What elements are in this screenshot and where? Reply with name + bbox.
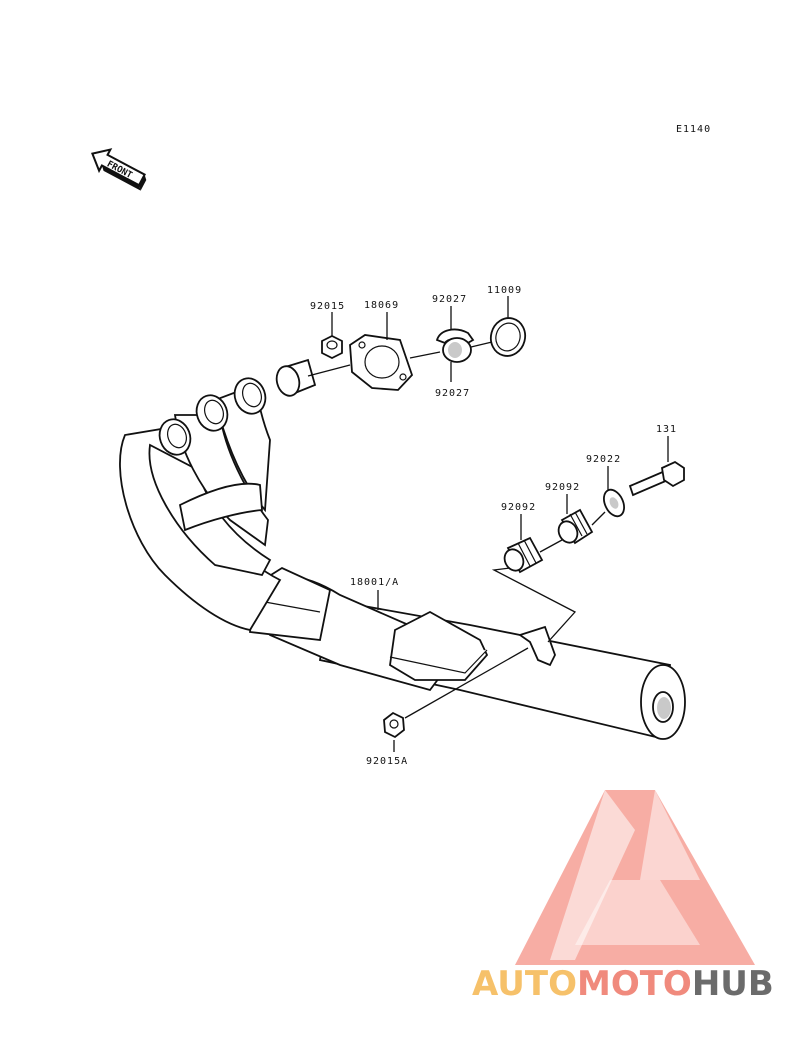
watermark-text: AUTOMOTOHUB: [472, 964, 774, 1004]
label-92015A: 92015A: [366, 756, 408, 767]
flange-18069: [349, 334, 414, 391]
grommet-92092-upper: [557, 508, 594, 545]
gasket-11009: [489, 317, 527, 357]
washer-92022: [603, 488, 625, 518]
label-11009: 11009: [487, 285, 522, 296]
diagram-code: E1140: [676, 124, 711, 135]
watermark-logo: [515, 790, 755, 965]
front-arrow-icon: FRONT: [91, 148, 147, 191]
label-92092-lower: 92092: [501, 502, 536, 513]
label-92027-top: 92027: [432, 294, 467, 305]
leader-lines: [307, 296, 669, 752]
bolt-131: [628, 460, 685, 497]
crossover-pipe: [178, 482, 263, 532]
label-131: 131: [656, 424, 677, 435]
label-92027-bottom: 92027: [435, 388, 470, 399]
label-92022: 92022: [586, 454, 621, 465]
label-92092-upper: 92092: [545, 482, 580, 493]
muffler-bracket: [517, 625, 556, 667]
grommet-92092-lower: [503, 536, 544, 574]
nut-92015: [321, 334, 343, 360]
nut-92015A: [383, 711, 405, 739]
part-labels: 92015 18069 92027 11009 92027 131 92022 …: [310, 285, 677, 767]
label-92015: 92015: [310, 301, 345, 312]
exhaust-header-assembly: [119, 358, 686, 740]
label-18069: 18069: [364, 300, 399, 311]
collet-92027: [435, 328, 475, 363]
label-18001: 18001/A: [350, 577, 399, 588]
